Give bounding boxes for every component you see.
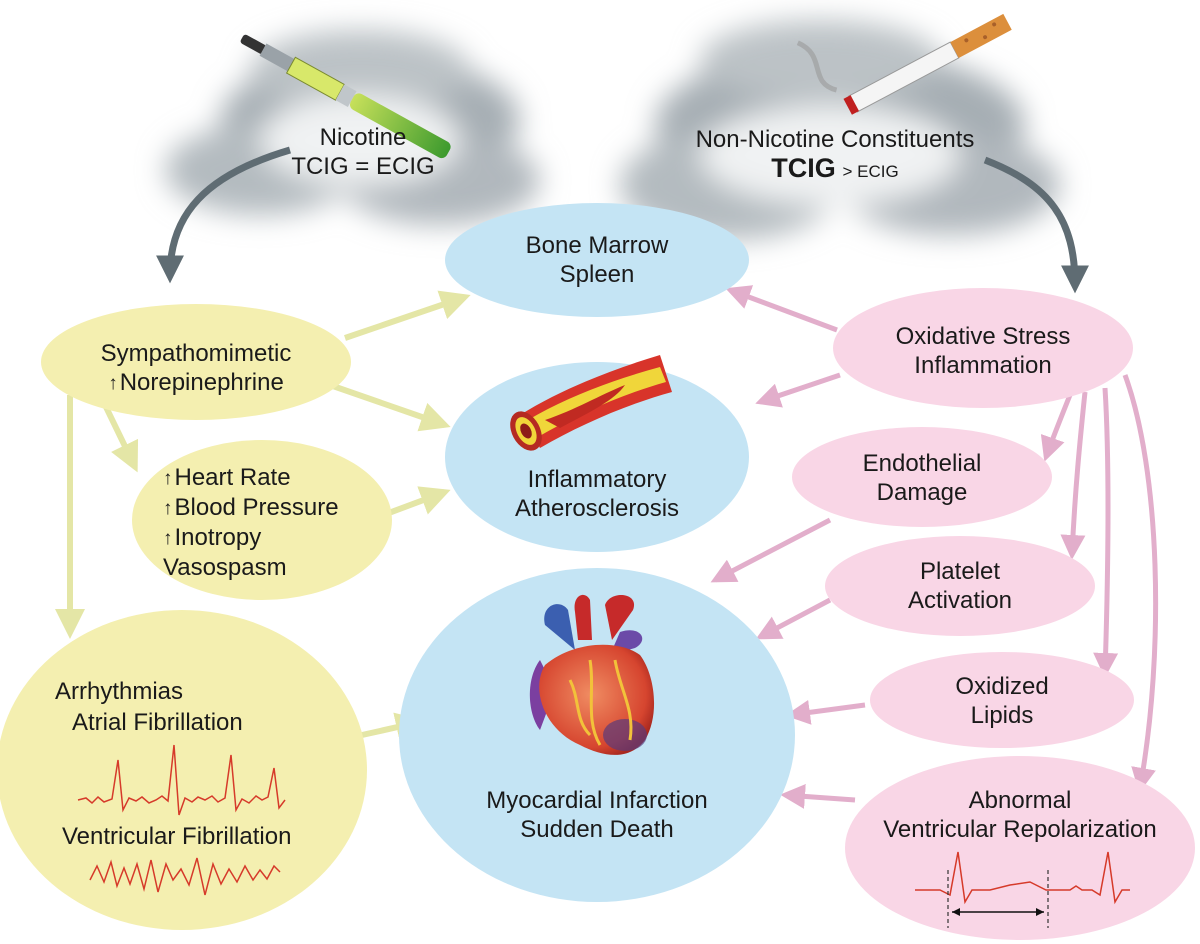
arrhythmias-title: Arrhythmias	[55, 678, 184, 705]
repolarization-line2: Ventricular Repolarization	[883, 816, 1157, 843]
vasospasm-text: Vasospasm	[163, 554, 287, 581]
endothelial-line2: Damage	[876, 479, 968, 506]
inotropy-text: Inotropy	[174, 524, 262, 551]
oxidative-line2: Inflammation	[914, 352, 1052, 379]
platelet-line2: Activation	[907, 587, 1013, 614]
artery-icon	[510, 355, 672, 451]
oxidative-line1: Oxidative Stress	[895, 323, 1071, 350]
oxidative-node	[833, 288, 1133, 408]
lipids-line1: Oxidized	[955, 673, 1049, 700]
increase-arrow-icon: ↑	[163, 468, 173, 489]
repolarization-trace-icon	[915, 851, 1130, 928]
sympathomimetic-line1: Sympathomimetic	[100, 340, 292, 367]
atrial-fibrillation-trace-icon	[77, 744, 286, 816]
hemodynamics-label: ↑Heart Rate ↑Blood Pressure ↑Inotropy Va…	[163, 463, 383, 582]
atherosclerosis-line1: Inflammatory	[527, 466, 667, 493]
mi-line1: Myocardial Infarction	[486, 787, 708, 814]
smoke-cloud-left	[165, 30, 540, 225]
non-nicotine-arrow	[983, 156, 1089, 294]
atherosclerosis-label: Inflammatory Atherosclerosis	[467, 465, 727, 523]
atrial-fibrillation-label: Atrial Fibrillation	[72, 709, 243, 736]
platelet-node	[825, 536, 1095, 636]
tcig-bold: TCIG	[771, 153, 836, 183]
non-nicotine-line1: Non-Nicotine Constituents	[695, 126, 975, 153]
platelet-label: Platelet Activation	[850, 557, 1070, 615]
ventricular-fibrillation-trace-icon	[89, 857, 281, 896]
nicotine-arrow	[156, 146, 291, 284]
increase-arrow-icon: ↑	[163, 498, 173, 519]
ecig-small: > ECIG	[842, 162, 899, 181]
lipids-node	[870, 652, 1134, 748]
lipids-line2: Lipids	[970, 702, 1034, 729]
heart-icon	[529, 594, 655, 755]
bone-marrow-label: Bone Marrow Spleen	[467, 231, 727, 289]
repolarization-node	[845, 756, 1195, 940]
lipids-label: Oxidized Lipids	[892, 672, 1112, 730]
e-cigarette-icon	[240, 34, 451, 159]
non-nicotine-label: Non-Nicotine Constituents TCIG > ECIG	[665, 125, 1005, 186]
blood-pressure-text: Blood Pressure	[174, 494, 339, 521]
nicotine-label: Nicotine TCIG = ECIG	[268, 123, 458, 181]
ventricular-fibrillation-label: Ventricular Fibrillation	[62, 823, 292, 850]
arrhythmias-node	[0, 610, 367, 930]
heart-rate-text: Heart Rate	[174, 464, 291, 491]
atherosclerosis-node	[445, 362, 749, 552]
mi-line2: Sudden Death	[520, 816, 674, 843]
pink-arrows	[710, 285, 1159, 809]
atherosclerosis-line2: Atherosclerosis	[514, 495, 680, 522]
endothelial-node	[792, 427, 1052, 527]
endothelial-line1: Endothelial	[862, 450, 982, 477]
hemodynamics-node	[132, 440, 392, 600]
oxidative-label: Oxidative Stress Inflammation	[853, 322, 1113, 380]
platelet-line1: Platelet	[919, 558, 1001, 585]
bone-marrow-node	[445, 203, 749, 317]
repolarization-line1: Abnormal	[968, 787, 1072, 814]
repolarization-label: Abnormal Ventricular Repolarization	[860, 786, 1180, 844]
sympathomimetic-line2: Norepinephrine	[119, 369, 284, 396]
endothelial-label: Endothelial Damage	[812, 449, 1032, 507]
cigarette-icon	[796, 13, 1012, 115]
increase-arrow-icon: ↑	[108, 373, 118, 394]
mi-label: Myocardial Infarction Sudden Death	[437, 786, 757, 844]
nicotine-line1: Nicotine	[319, 124, 407, 151]
sympathomimetic-node	[41, 304, 351, 420]
increase-arrow-icon: ↑	[163, 528, 173, 549]
sympathomimetic-label: Sympathomimetic ↑Norepinephrine	[76, 339, 316, 398]
nicotine-line2: TCIG = ECIG	[291, 153, 435, 180]
bone-marrow-line1: Bone Marrow	[525, 232, 669, 259]
bone-marrow-line2: Spleen	[559, 261, 635, 288]
